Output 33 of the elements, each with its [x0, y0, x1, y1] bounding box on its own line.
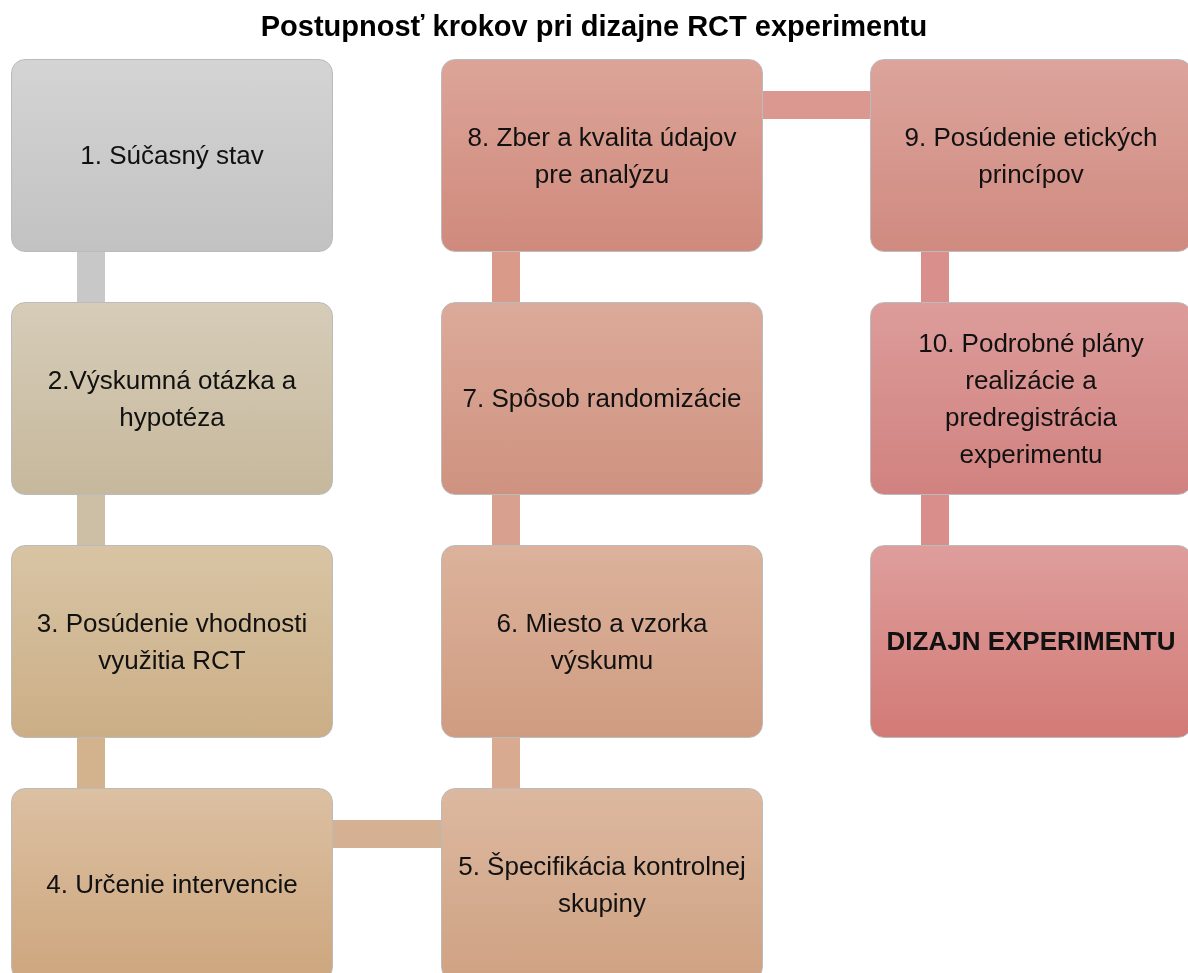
connector: [492, 495, 520, 545]
connector: [921, 495, 949, 545]
step-box: [11, 788, 333, 973]
connector: [77, 252, 105, 302]
step-box: [441, 788, 763, 973]
step-label: 7. Spôsob randomizácie: [462, 382, 742, 415]
connector: [77, 738, 105, 788]
step-box: [11, 302, 333, 495]
step-box: [870, 545, 1188, 738]
step-box: [441, 302, 763, 495]
step-label: DIZAJN EXPERIMENTU: [886, 625, 1176, 658]
step-label: 4. Určenie intervencie: [46, 868, 298, 901]
step-box: [870, 302, 1188, 495]
step-label: 2.Výskumná otázka a hypotéza: [46, 363, 298, 434]
step-box: [441, 59, 763, 252]
connector: [492, 252, 520, 302]
step-label: 3. Posúdenie vhodnosti využitia RCT: [35, 606, 309, 677]
step-label: 9. Posúdenie etických princípov: [903, 120, 1159, 191]
step-box: [11, 59, 333, 252]
step-box: [870, 59, 1188, 252]
step-label: 8. Zber a kvalita údajov pre analýzu: [466, 120, 738, 191]
step-label: 6. Miesto a vzorka výskumu: [495, 606, 709, 677]
diagram-title: Postupnosť krokov pri dizajne RCT experimentu: [259, 10, 929, 43]
step-box: [11, 545, 333, 738]
connector: [492, 738, 520, 788]
step-label: 10. Podrobné plány realizácie a predregistrácia experimentu: [917, 326, 1145, 471]
connector: [763, 91, 870, 119]
step-box: [441, 545, 763, 738]
connector: [333, 820, 441, 848]
step-label: 5. Špecifikácia kontrolnej skupiny: [457, 849, 747, 920]
connector: [921, 252, 949, 302]
step-label: 1. Súčasný stav: [80, 139, 264, 172]
connector: [77, 495, 105, 545]
